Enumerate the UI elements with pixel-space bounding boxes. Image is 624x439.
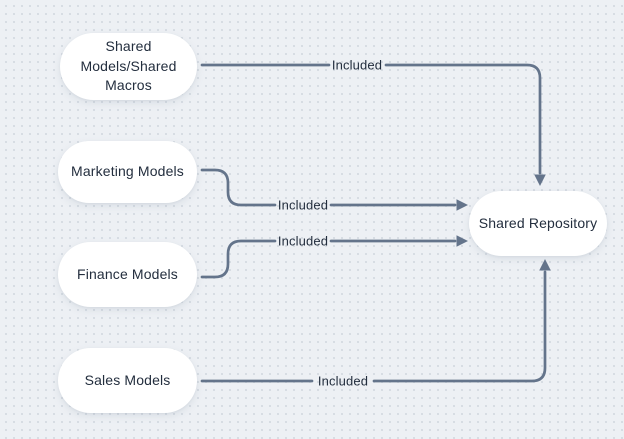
edge-sales-arrowhead [539, 259, 551, 271]
node-shared-repository: Shared Repository [469, 191, 607, 256]
node-shared-models-macros: Shared Models/Shared Macros [60, 33, 197, 100]
node-shared-models-macros-label: Shared Models/Shared Macros [80, 37, 176, 97]
node-shared-models-line-1: Shared [105, 37, 152, 54]
edge-finance-arrowhead [456, 235, 468, 247]
node-sales-models-label: Sales Models [84, 371, 171, 388]
node-finance-models-label: Finance Models [77, 265, 178, 282]
edge-label-included-shared-models: Included [331, 57, 383, 73]
edge-sales-segment-2 [372, 270, 547, 383]
edge-finance-segment-1 [200, 239, 277, 279]
edge-shared-models-segment-2 [384, 63, 542, 175]
edge-marketing-segment-1 [200, 168, 277, 207]
edge-label-included-finance: Included [277, 233, 329, 249]
edge-label-included-sales: Included [317, 373, 369, 389]
edge-label-included-marketing: Included [277, 197, 329, 213]
node-shared-models-line-2: Models/Shared [80, 57, 177, 74]
edge-shared-models-arrowhead [534, 174, 546, 186]
node-marketing-models: Marketing Models [58, 141, 197, 203]
node-marketing-models-label: Marketing Models [71, 163, 184, 180]
node-shared-models-line-3: Macros [105, 77, 152, 94]
node-finance-models: Finance Models [58, 242, 197, 307]
edge-marketing-arrowhead [456, 199, 468, 211]
node-shared-repository-label: Shared Repository [478, 214, 598, 231]
node-sales-models: Sales Models [58, 348, 197, 413]
